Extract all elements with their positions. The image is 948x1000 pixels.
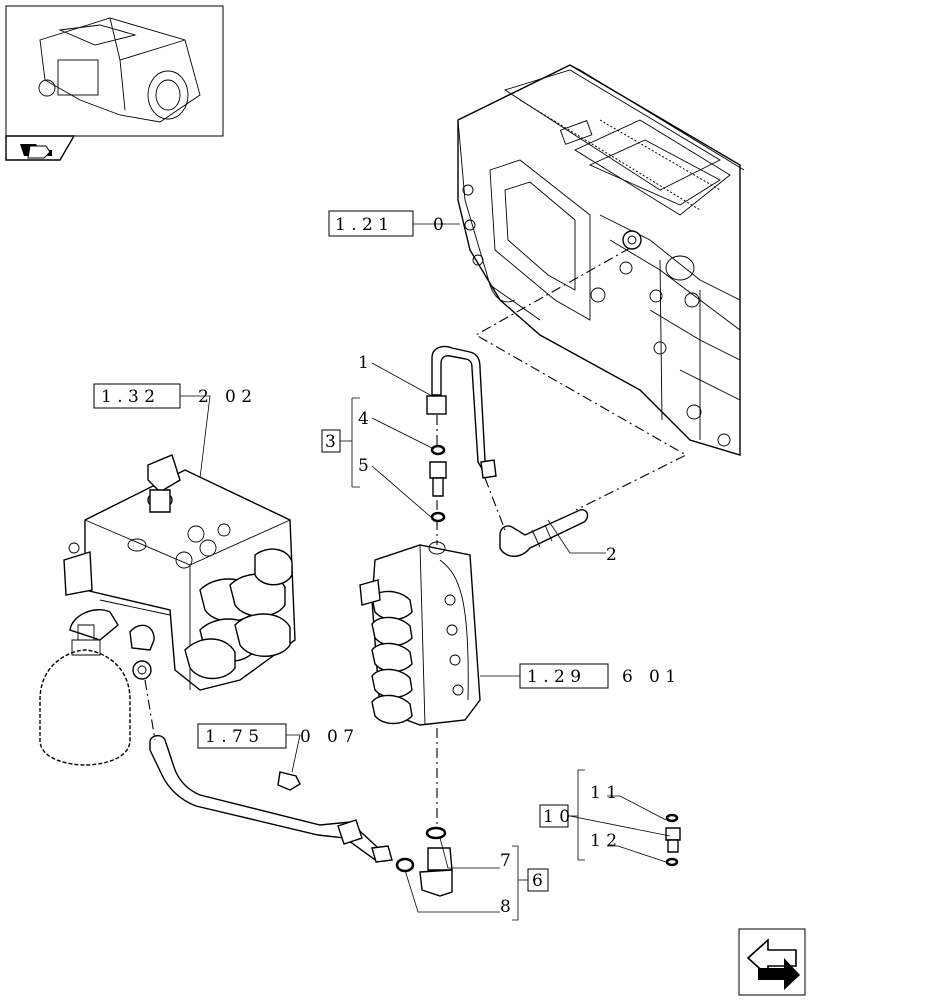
reference-boxed-text: 1 . 2 9 (527, 667, 581, 687)
transmission-housing (457, 64, 745, 456)
elbow-fitting-part-6 (395, 826, 453, 897)
callout-2: 2 (606, 545, 617, 565)
transmission-thumbnail-icon (38, 17, 201, 123)
reference-suffix-text: 6 0 1 (622, 667, 676, 687)
reference-suffix-text: 0 0 7 (300, 727, 354, 747)
next-page-button[interactable] (738, 928, 806, 996)
next-page-arrow-icon (746, 938, 800, 990)
fitting-part-5 (429, 444, 447, 523)
callout-10-box (539, 804, 569, 828)
reference-1-32-2-02[interactable]: 1 . 3 2 2 0 2 (93, 383, 252, 409)
reference-1-75-0-07[interactable]: 1 . 7 5 0 0 7 (197, 723, 354, 749)
callout-11: 1 1 (590, 783, 617, 803)
manifold-block (359, 541, 481, 726)
leaders (180, 223, 671, 921)
tube-part-1 (426, 345, 497, 479)
accumulator (39, 624, 131, 766)
thumbnail-frame[interactable] (5, 5, 224, 161)
callout-1: 1 (358, 353, 369, 373)
reference-boxed-text: 1 . 7 5 (205, 727, 259, 747)
reference-boxed-text: 1 . 2 1 (335, 215, 389, 235)
flow-lines (144, 247, 688, 826)
callout-4: 4 (358, 409, 369, 429)
callout-5: 5 (358, 456, 369, 476)
reference-suffix-text: 0 (433, 215, 444, 235)
callout-3-box (321, 429, 341, 453)
callout-10: 1 0 (543, 807, 570, 827)
callouts: 1 2 3 4 5 6 7 8 1 0 1 1 1 2 (321, 353, 617, 917)
plug-fitting (277, 771, 301, 791)
previous-page-arrow-icon[interactable] (20, 144, 52, 159)
callout-12: 1 2 (590, 831, 617, 851)
callout-7: 7 (500, 851, 511, 871)
callout-8: 8 (500, 897, 511, 917)
callout-6: 6 (532, 871, 543, 891)
reference-1-21-0[interactable]: 1 . 2 1 0 (328, 210, 444, 237)
valve-block (63, 454, 296, 691)
fitting-part-11-12 (665, 813, 681, 867)
callout-6-box (527, 868, 549, 892)
reference-boxed-text: 1 . 3 2 (101, 387, 155, 407)
callout-3: 3 (325, 432, 336, 452)
hose-part-2 (499, 509, 589, 557)
reference-1-29-6-01[interactable]: 1 . 2 9 6 0 1 (519, 663, 676, 689)
lower-pipe (149, 735, 393, 863)
reference-suffix-text: 2 0 2 (198, 387, 252, 407)
